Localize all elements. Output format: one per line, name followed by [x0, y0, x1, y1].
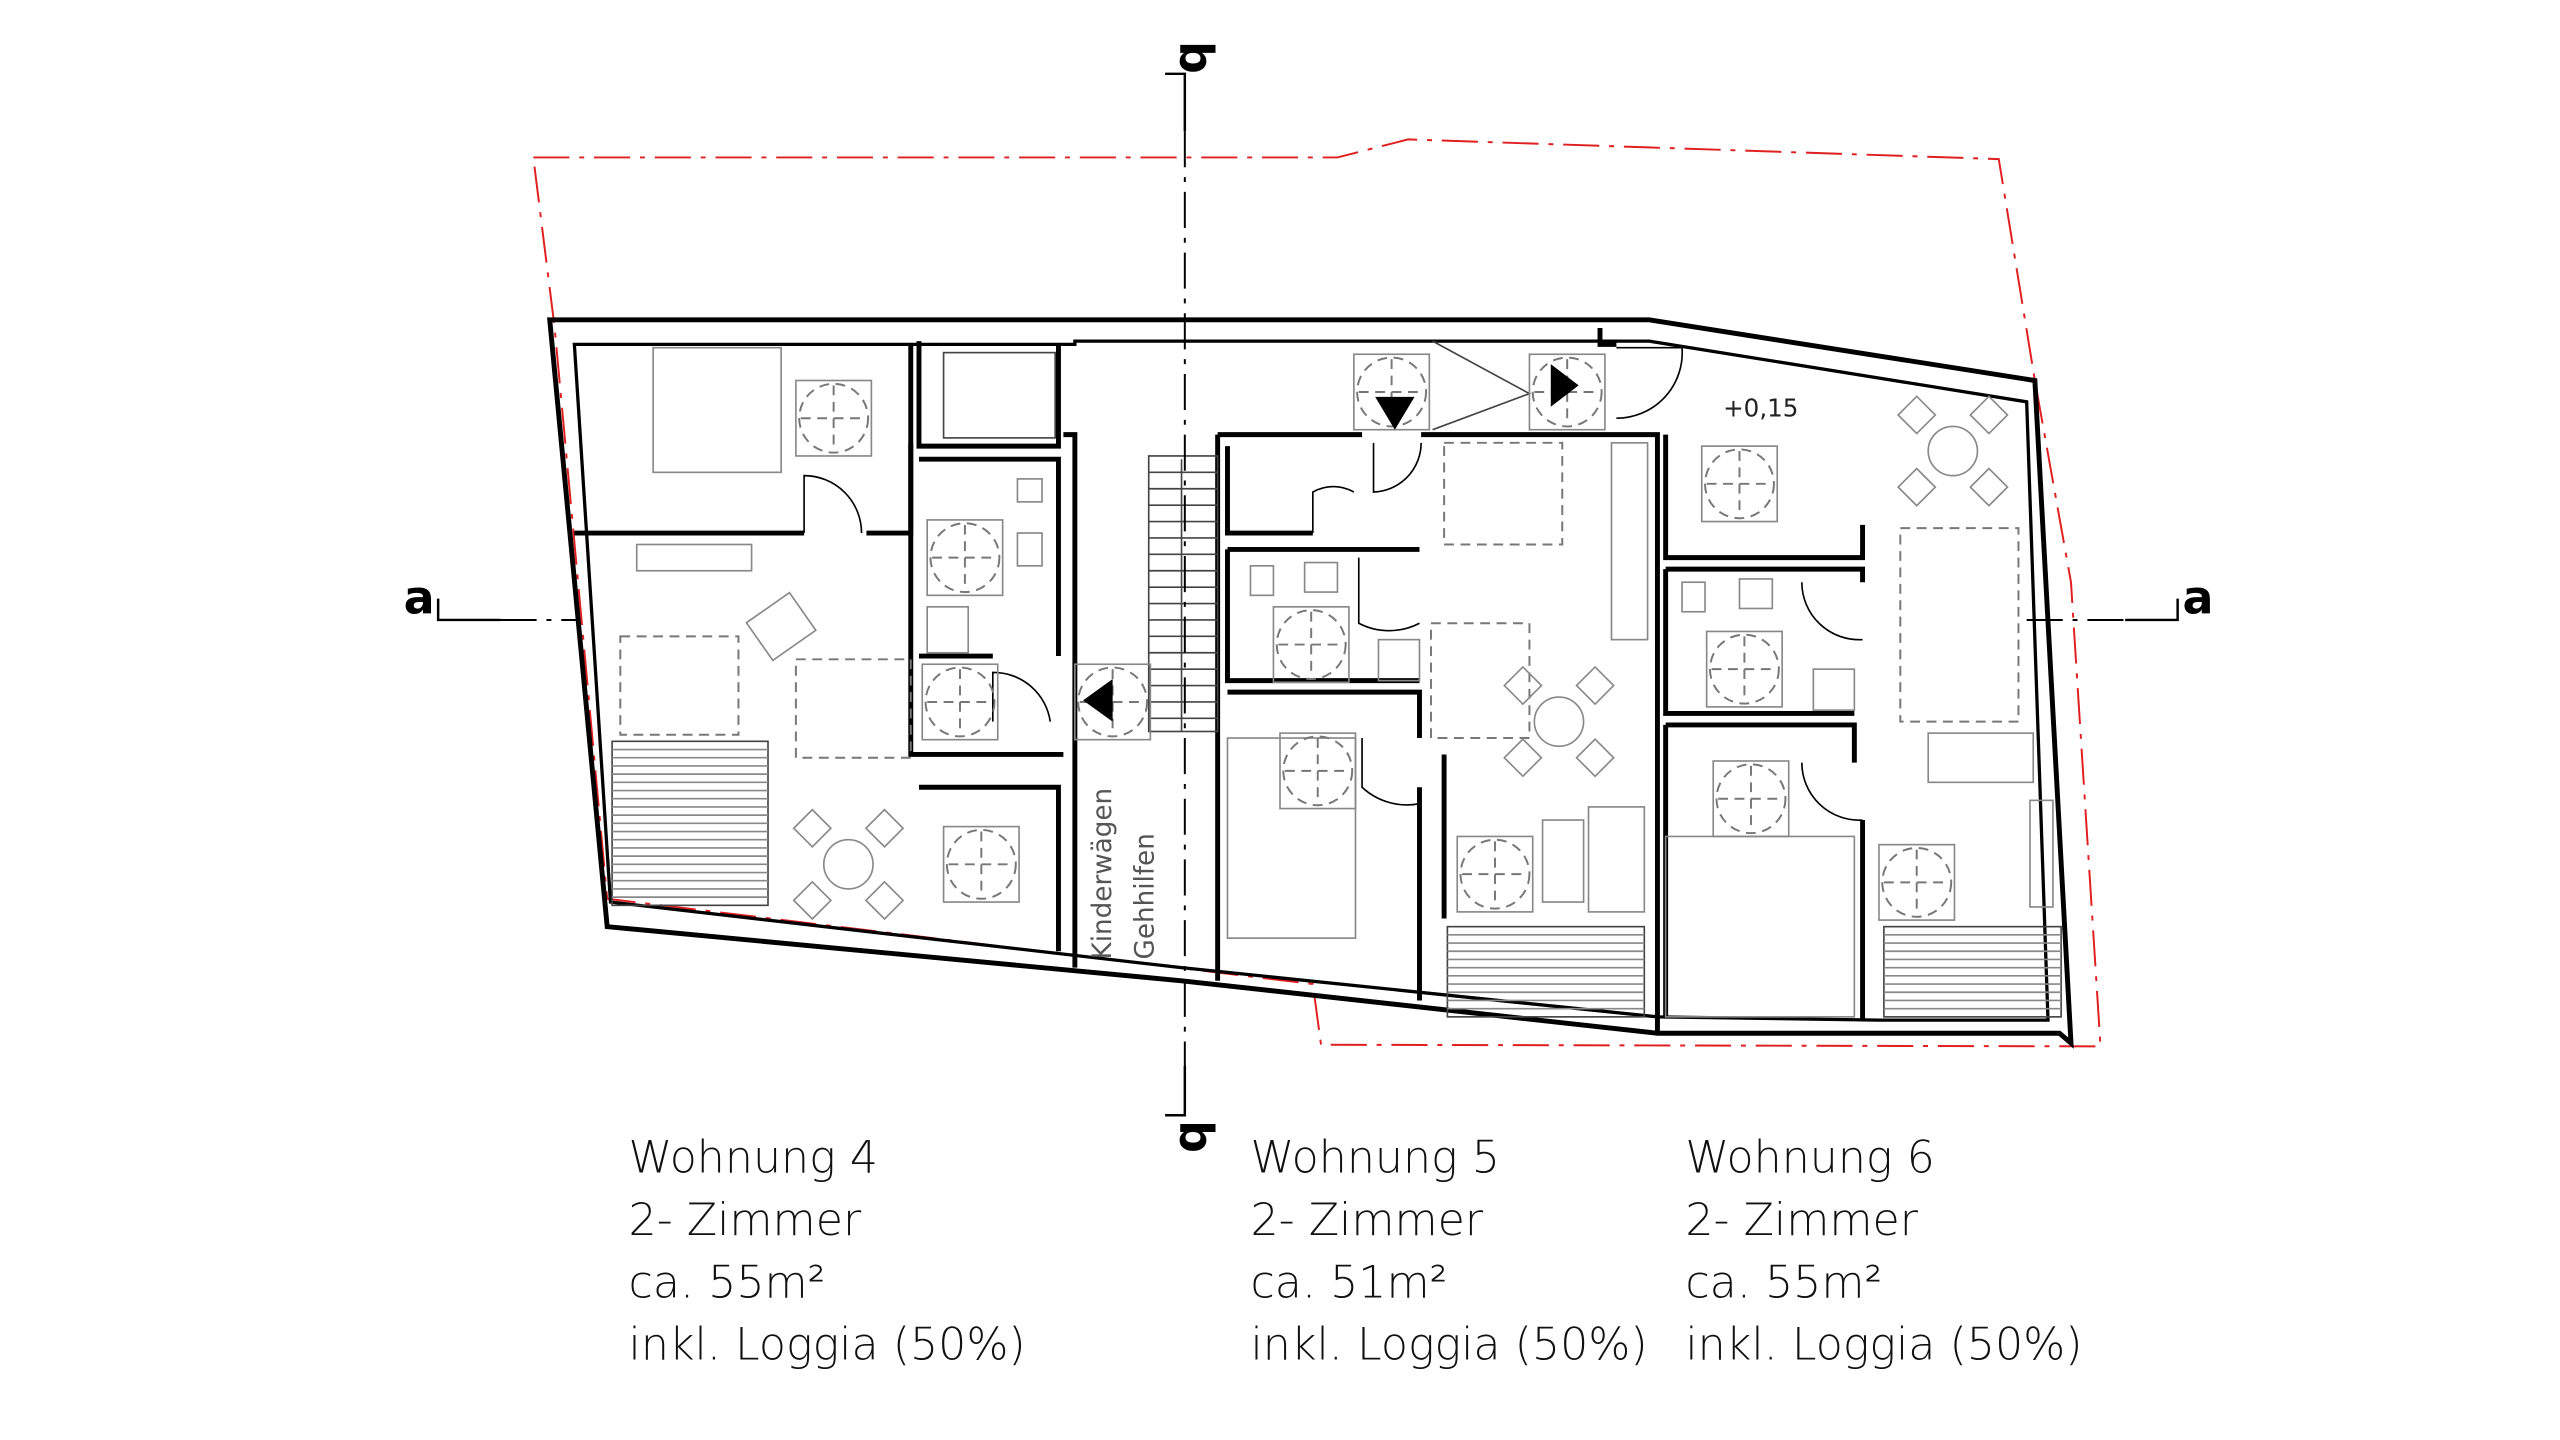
turning-circle: [924, 666, 996, 738]
turning-area-frame: [942, 825, 1020, 903]
turning-circle: [945, 828, 1017, 900]
chair: [1896, 395, 1937, 435]
corridor-label-walkers: Gehhilfen: [1131, 833, 1161, 959]
unit-6-info: Wohnung 6 2- Zimmer ca. 55m² inkl. Loggi…: [1685, 1133, 2082, 1371]
unit-name: Wohnung 6: [1685, 1133, 1934, 1184]
table: [1927, 425, 1979, 477]
turning-circle: [1459, 838, 1531, 910]
chair: [1575, 738, 1615, 778]
table: [1533, 696, 1585, 748]
chair: [864, 808, 905, 848]
dining-tables: [792, 395, 2009, 921]
chair: [1503, 738, 1543, 778]
turning-area-frame: [1353, 353, 1431, 431]
turning-circle-icon: [1712, 760, 1790, 838]
level-label: +0,15: [1723, 394, 1798, 423]
entrance-arrow-icon: [1375, 396, 1415, 430]
unit-area: ca. 51m²: [1250, 1257, 1447, 1308]
unit-name: Wohnung 5: [1250, 1133, 1499, 1184]
section-markers: a a b b: [404, 41, 2214, 1153]
dining-table-icon: [1503, 665, 1615, 778]
turning-circle: [798, 382, 870, 454]
chair: [1575, 665, 1615, 706]
chair: [1503, 665, 1543, 706]
turning-area-frame: [926, 519, 1004, 597]
turning-area-frame: [1712, 760, 1790, 838]
turning-circle: [1077, 666, 1149, 738]
unit-note: inkl. Loggia (50%): [1685, 1320, 2082, 1371]
entrance-arrow-icon: [1083, 678, 1113, 722]
turning-circle: [929, 522, 1001, 594]
turning-circle: [1282, 735, 1354, 807]
unit-rooms: 2- Zimmer: [1685, 1195, 1918, 1246]
chair: [864, 880, 905, 921]
chair: [792, 880, 833, 921]
turning-circle-icon: [795, 379, 873, 457]
turning-area-frame: [1528, 353, 1606, 431]
furniture: [611, 346, 2062, 1018]
property-line: [532, 138, 2102, 1048]
section-a-left-label: a: [404, 570, 435, 624]
chair: [1969, 395, 2009, 435]
unit-rooms: 2- Zimmer: [1250, 1195, 1483, 1246]
turning-circle: [1708, 633, 1780, 705]
chair: [1896, 467, 1937, 507]
dining-table-icon: [792, 808, 905, 921]
wheelchair-turning-areas: [795, 353, 1956, 921]
turning-circle-icon: [926, 519, 1004, 597]
table: [822, 838, 874, 890]
unit-rooms: 2- Zimmer: [629, 1195, 862, 1246]
dining-table-icon: [1896, 395, 2009, 507]
unit-name: Wohnung 4: [629, 1133, 878, 1184]
turning-area-frame: [1279, 732, 1357, 810]
turning-circle-icon: [1353, 353, 1431, 431]
section-b-top-label: b: [1169, 41, 1223, 74]
turning-circle-icon: [921, 663, 999, 741]
loggia: [1883, 925, 2062, 1018]
loggia-decking: [611, 740, 2062, 1018]
turning-circle-icon: [1456, 835, 1534, 913]
unit-area: ca. 55m²: [629, 1257, 826, 1308]
ramp: [1432, 340, 1532, 431]
chair: [792, 808, 833, 848]
turning-area-frame: [921, 663, 999, 741]
turning-area-frame: [1705, 630, 1783, 708]
unit-4-info: Wohnung 4 2- Zimmer ca. 55m² inkl. Loggi…: [629, 1133, 1026, 1371]
chair: [1969, 467, 2009, 507]
turning-area-frame: [1700, 445, 1779, 523]
turning-circle: [1881, 846, 1953, 918]
turning-circle: [1356, 356, 1428, 428]
section-b-bottom-label: b: [1169, 1120, 1223, 1153]
turning-area-frame: [1878, 843, 1956, 921]
unit-5-info: Wohnung 5 2- Zimmer ca. 51m² inkl. Loggi…: [1250, 1133, 1647, 1371]
turning-circle-icon: [1705, 630, 1783, 708]
turning-circle-icon: [1878, 843, 1956, 921]
loggia: [1446, 925, 1646, 1018]
corridor-label-strollers: Kinderwägen: [1088, 788, 1118, 960]
staircase: [1147, 455, 1219, 733]
doors: [803, 346, 1863, 821]
entrance-arrow-icon: [1550, 364, 1579, 407]
exterior-walls: [547, 317, 2074, 1049]
turning-circle-icon: [1700, 445, 1779, 523]
unit-area: ca. 55m²: [1685, 1257, 1882, 1308]
turning-circle: [1531, 356, 1603, 428]
turning-circle-icon: [1279, 732, 1357, 810]
turning-area-frame: [1074, 663, 1152, 741]
turning-circle-icon: [1272, 606, 1350, 684]
turning-circle: [1715, 763, 1787, 835]
turning-area-frame: [795, 379, 873, 457]
turning-circle-icon: [942, 825, 1020, 903]
unit-note: inkl. Loggia (50%): [629, 1320, 1026, 1371]
turning-area-frame: [1272, 606, 1350, 684]
unit-note: inkl. Loggia (50%): [1250, 1320, 1647, 1371]
turning-circle: [1704, 448, 1775, 520]
turning-circle: [1275, 609, 1347, 680]
section-a-right-label: a: [2183, 570, 2214, 624]
turning-area-frame: [1456, 835, 1534, 913]
